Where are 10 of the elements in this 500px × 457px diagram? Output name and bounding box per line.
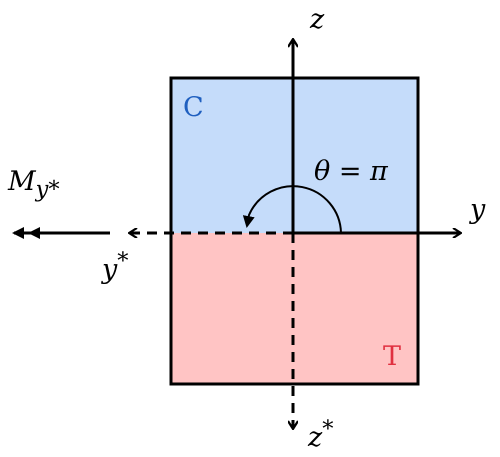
compression-zone: [171, 78, 418, 233]
zone-label: T: [383, 343, 402, 370]
axis-label: θ = π: [314, 158, 388, 185]
zone-label: C: [183, 94, 204, 121]
axis-label: y: [470, 196, 486, 223]
axis-label: M$_{y*}$: [8, 168, 60, 201]
tension-zone: [171, 233, 418, 384]
axis-label: z$^{*}$: [308, 418, 334, 451]
axis-label: z: [310, 6, 324, 33]
axis-label: y$^{*}$: [102, 250, 129, 283]
